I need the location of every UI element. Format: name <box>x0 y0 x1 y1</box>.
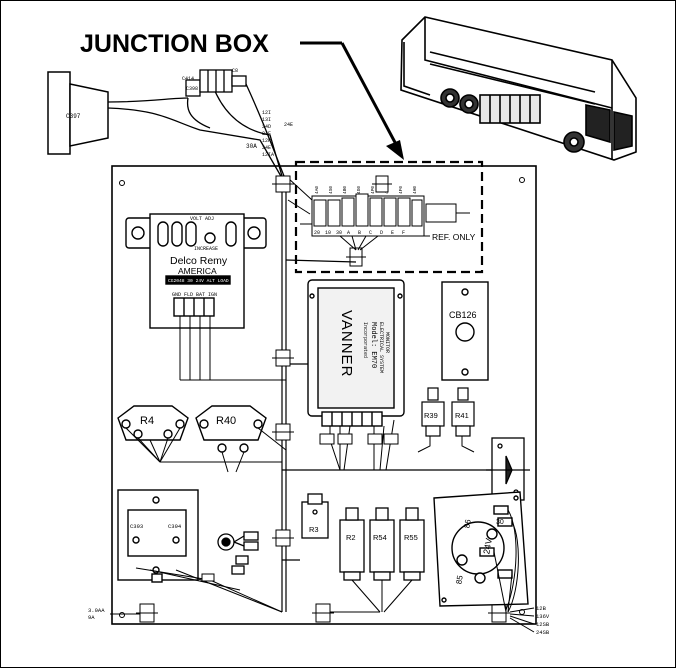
vanner-label-group: VANNER Incorporated Model: EM70 ELECTRIC… <box>338 310 390 377</box>
junction-box-label: 4A0 <box>314 186 320 194</box>
connector-c414-label: C414 <box>182 76 194 82</box>
cb126-label: CB126 <box>449 310 477 320</box>
regulator-sub: AMERICA <box>178 266 217 276</box>
bottom-right-label: 12SB <box>536 621 550 628</box>
r2-label: R2 <box>346 533 356 542</box>
bottom-right-label: 12B <box>536 605 547 612</box>
stud-connector <box>217 531 259 575</box>
junction-box-terminal: 10 <box>325 230 331 236</box>
connector-c8-label: C8 <box>232 68 238 74</box>
relay-r39-r41 <box>421 387 475 437</box>
wire-list-label: 24E <box>262 145 271 151</box>
wire-list-label: 13I <box>262 117 271 123</box>
wire-24e-label: 24E <box>284 122 293 128</box>
junction-box-wires <box>287 177 379 251</box>
r55-label: R55 <box>404 533 418 542</box>
wire-list-label: 12I <box>262 110 271 116</box>
right-connector <box>486 437 530 501</box>
plug-c397 <box>47 71 109 155</box>
junction-box-labels: 4A04S04B04G04P04W04F04H0 <box>314 186 418 194</box>
relay-24v <box>433 491 529 607</box>
relay-24v-wires <box>493 509 535 633</box>
junction-box-label: 4G0 <box>356 186 362 194</box>
junction-box-label: 4P0 <box>370 186 376 194</box>
lower-left-wires <box>135 567 283 613</box>
connector-c398-label: C398 <box>186 86 198 92</box>
vanner-desc2: MONITOR <box>384 332 390 353</box>
relay-30-label: 30 <box>496 519 504 526</box>
title-arrow <box>340 42 400 149</box>
junction-box-terminal: C <box>369 230 372 236</box>
r39-label: R39 <box>424 411 438 420</box>
regulator-brand: Delco Remy <box>170 255 228 267</box>
ref-only-label: REF. ONLY <box>432 232 476 242</box>
r3-label: R3 <box>309 525 319 534</box>
junction-box-label: 4F0 <box>398 186 404 194</box>
bus-illustration <box>400 16 637 161</box>
main-panel <box>111 165 537 625</box>
r4-label: R4 <box>140 415 154 427</box>
junction-box-terminal: A <box>347 230 350 236</box>
relay-r40 <box>195 405 267 453</box>
vanner-sub: Incorporated <box>362 322 368 358</box>
junction-box-outline <box>294 160 484 274</box>
regulator-wires <box>179 316 286 381</box>
junction-box-terminal: F <box>402 230 405 236</box>
vanner-brand: VANNER <box>338 310 355 377</box>
relay-r39-r41-wires <box>417 436 475 453</box>
junction-box-terminal: 30 <box>336 230 342 236</box>
vanner-desc: ELECTRICAL SYSTEM <box>378 322 384 373</box>
r54-label: R54 <box>373 533 387 542</box>
lower-left-bracket <box>117 489 199 583</box>
vanner-wires <box>319 419 399 471</box>
junction-box-terminal-block <box>311 193 470 237</box>
circuit-breaker-cb126 <box>441 281 489 381</box>
junction-box-label: 4B0 <box>342 186 348 194</box>
junction-box-terminals: 20 10 30 A B C D E F <box>314 230 405 236</box>
relay-wires <box>125 427 287 473</box>
wire-list-label: 12IA <box>262 152 274 158</box>
relay-24v-label: 24V <box>481 537 494 555</box>
regulator-increase: INCREASE <box>194 246 218 252</box>
relay-86-label: 86 <box>462 518 473 529</box>
regulator-part: CG2048 30 24V ALT LOAD <box>168 278 229 284</box>
vanner-model: Model: EM70 <box>369 322 377 368</box>
relays-r2-r54-r55 <box>339 507 425 581</box>
relay-r3 <box>301 493 329 539</box>
relay-fan-wires <box>330 579 413 613</box>
regulator-terminals: GND FLD BAT IGN <box>172 292 217 298</box>
r40-label: R40 <box>216 415 236 427</box>
bottom-left-label-2: 9A <box>88 614 95 621</box>
title-arrowhead <box>386 140 404 160</box>
plug-c397-label: C397 <box>66 113 81 120</box>
voltage-regulator <box>125 213 267 329</box>
junction-box-terminal: D <box>380 230 383 236</box>
harness-30a-label: 30A <box>246 143 257 150</box>
r41-label: R41 <box>455 411 469 420</box>
bottom-right-label: 24SB <box>536 629 550 636</box>
title-label: JUNCTION BOX <box>80 30 269 58</box>
relay-85-label: 85 <box>454 574 465 585</box>
wire-list-label: 24D <box>262 124 271 130</box>
junction-box-terminal: E <box>391 230 394 236</box>
c394-label: C394 <box>168 523 182 530</box>
junction-box-label: 4H0 <box>412 186 418 194</box>
bottom-right-label: 136V <box>536 613 550 620</box>
trunk-clamps <box>136 175 510 623</box>
regulator-volt-adj: VOLT ADJ <box>190 216 214 222</box>
wire-list-label: 12P <box>262 138 271 144</box>
bottom-left-label-1: 3.0AA <box>88 607 105 614</box>
junction-box-terminal: 20 <box>314 230 320 236</box>
connector-cluster <box>185 69 247 97</box>
c393-label: C393 <box>130 523 143 530</box>
junction-box-terminal: B <box>358 230 361 236</box>
junction-box-label: 4S0 <box>328 186 334 194</box>
wire-list-label: 24E <box>262 131 271 137</box>
vanner-monitor <box>307 279 405 427</box>
relay-r4 <box>117 405 189 441</box>
